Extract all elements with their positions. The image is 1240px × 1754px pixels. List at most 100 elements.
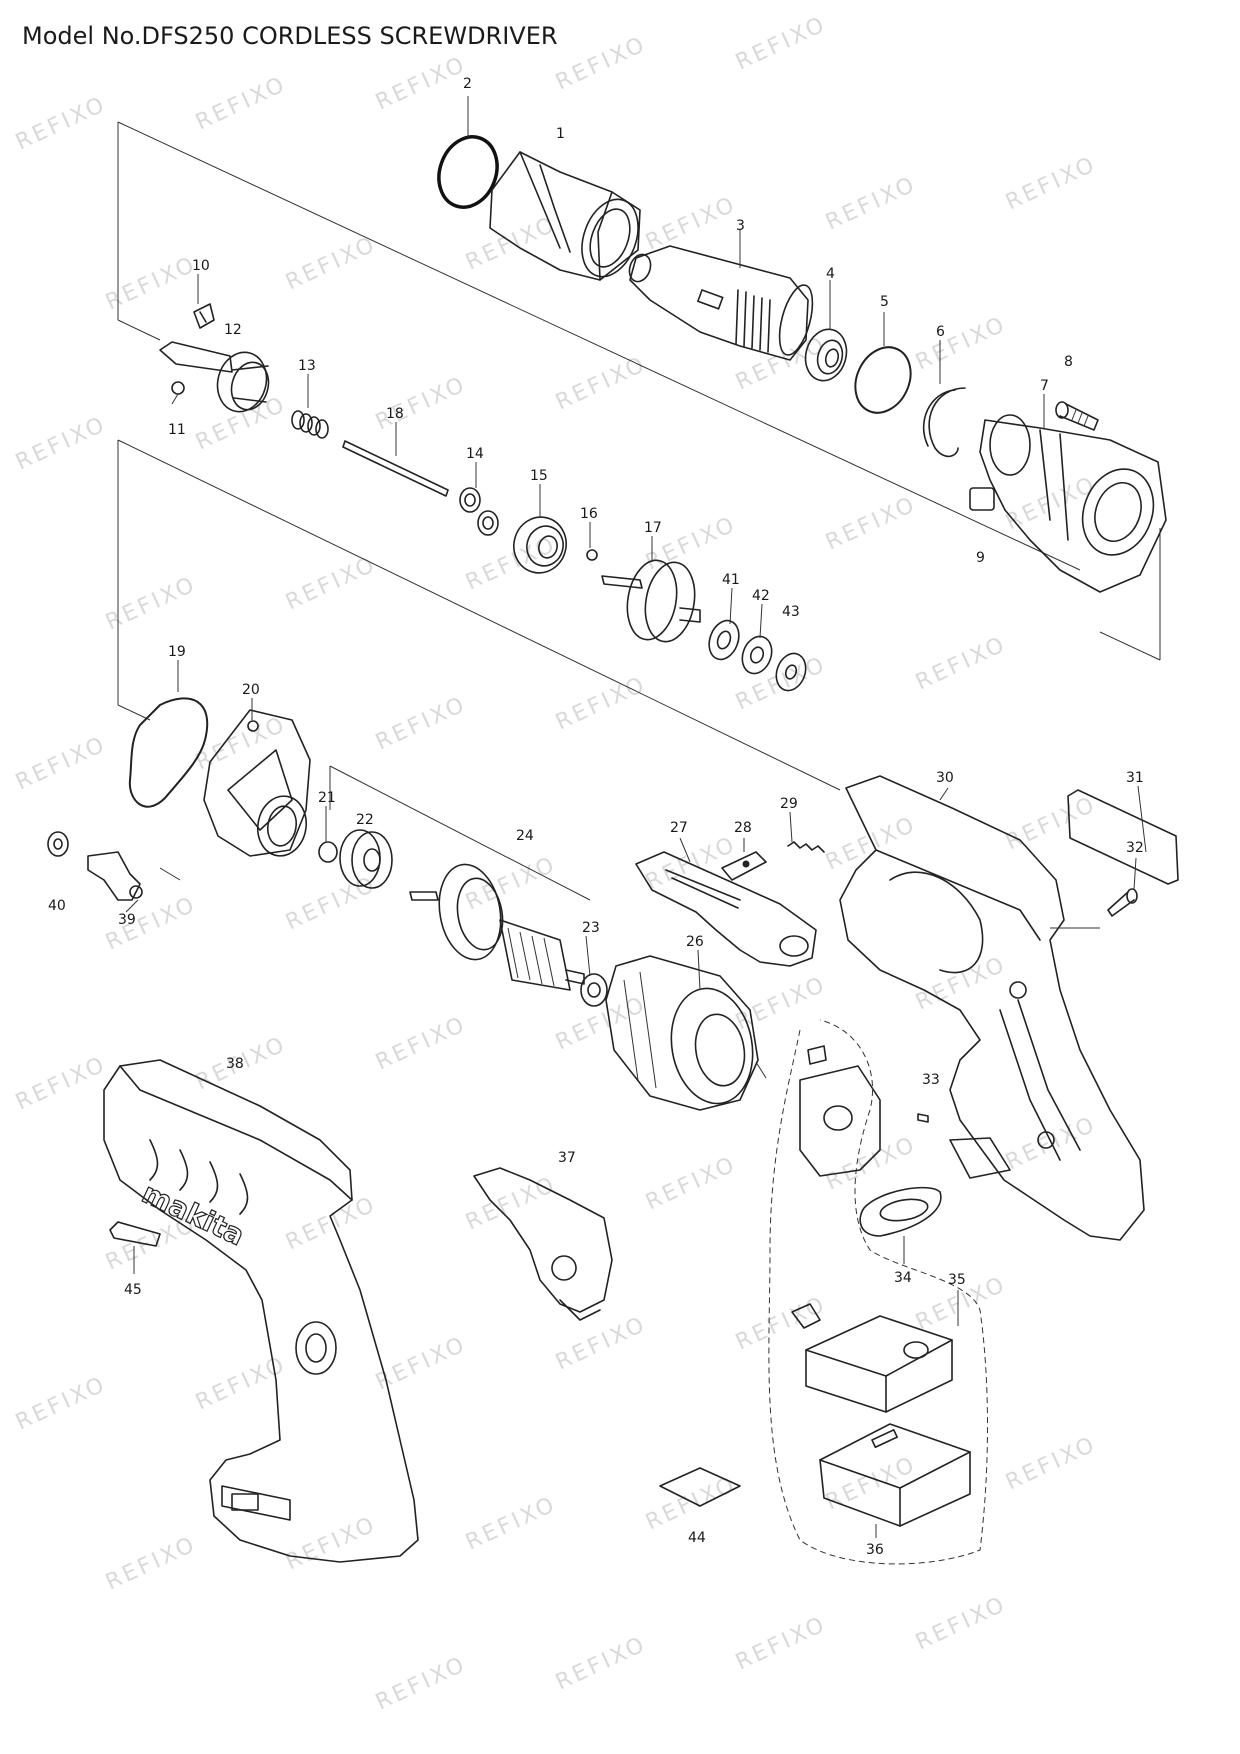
label-6: 6	[936, 324, 945, 340]
watermark-text: REFIXO	[912, 632, 1011, 696]
watermark-text: REFIXO	[822, 1132, 921, 1196]
watermark-text: REFIXO	[372, 692, 471, 756]
watermark-text: REFIXO	[102, 1532, 201, 1596]
label-30: 30	[936, 770, 954, 786]
watermark-text: REFIXO	[282, 232, 381, 296]
upper-assembly-frame	[117, 121, 1161, 661]
part-8-screw	[1055, 401, 1099, 431]
watermark-text: REFIXO	[462, 852, 561, 916]
part-35-controller	[791, 1303, 953, 1413]
part-13-spring	[291, 410, 329, 439]
watermark-text: REFIXO	[732, 12, 831, 76]
watermark-text: REFIXO	[552, 352, 651, 416]
watermark-text: REFIXO	[642, 1152, 741, 1216]
label-26: 26	[686, 934, 704, 950]
label-2: 2	[463, 76, 472, 92]
controller-group-outline	[768, 1019, 988, 1565]
part-27-hook	[635, 851, 817, 967]
label-18: 18	[386, 406, 404, 422]
part-16-steel-ball	[586, 549, 598, 561]
label-41: 41	[722, 572, 740, 588]
part-29-spring	[787, 841, 825, 853]
watermark-text: REFIXO	[282, 872, 381, 936]
part-4-bearing	[804, 328, 848, 382]
watermark-text: REFIXO	[822, 172, 921, 236]
label-21: 21	[318, 790, 336, 806]
part-39-pinion	[87, 851, 181, 901]
label-32: 32	[1126, 840, 1144, 856]
watermark-text: REFIXO	[102, 892, 201, 956]
part-labels: 1 2 3 4 5 6 7 8 9 10 11 12 13 14 15 16 1…	[48, 76, 1144, 1558]
watermark-text: REFIXO	[102, 572, 201, 636]
label-39: 39	[118, 912, 136, 928]
watermark-text: REFIXO	[462, 1492, 561, 1556]
label-22: 22	[356, 812, 374, 828]
part-34-cover	[859, 1186, 942, 1237]
watermark-text: REFIXO	[552, 992, 651, 1056]
part-24-armature	[409, 863, 585, 991]
watermark-text: REFIXO	[462, 532, 561, 596]
label-12: 12	[224, 322, 242, 338]
label-45: 45	[124, 1282, 142, 1298]
armature-frame	[329, 765, 591, 901]
watermark-text: REFIXO	[12, 732, 111, 796]
label-29: 29	[780, 796, 798, 812]
watermark-text: REFIXO	[192, 392, 291, 456]
label-17: 17	[644, 520, 662, 536]
label-23: 23	[582, 920, 600, 936]
part-22-ball-bearing	[339, 829, 393, 889]
watermark-text: REFIXO	[732, 1612, 831, 1676]
watermark-text: REFIXO	[462, 212, 561, 276]
part-3-spindle-sleeve	[628, 245, 814, 361]
part-18-pin	[342, 440, 449, 497]
part-20-motor-bracket	[203, 709, 311, 857]
label-16: 16	[580, 506, 598, 522]
label-19: 19	[168, 644, 186, 660]
watermark-text: REFIXO	[12, 1052, 111, 1116]
part-9-gear-housing	[969, 414, 1167, 593]
watermark-text: REFIXO	[912, 312, 1011, 376]
part-32-tapping-screw	[1107, 888, 1138, 917]
watermark-text: REFIXO	[552, 1312, 651, 1376]
part-14-washers	[459, 487, 499, 536]
label-28: 28	[734, 820, 752, 836]
watermark-text: REFIXO	[102, 252, 201, 316]
part-23-ball-bearing	[580, 973, 608, 1007]
label-3: 3	[736, 218, 745, 234]
part-17-spur-gear	[601, 559, 701, 643]
watermark-text: REFIXO	[732, 972, 831, 1036]
label-4: 4	[826, 266, 835, 282]
part-41-42-43-washers	[708, 619, 807, 692]
label-33: 33	[922, 1072, 940, 1088]
part-31-label	[1067, 789, 1179, 885]
label-8: 8	[1064, 354, 1073, 370]
label-34: 34	[894, 1270, 912, 1286]
label-9: 9	[976, 550, 985, 566]
watermark-text: REFIXO	[912, 952, 1011, 1016]
watermark-text: REFIXO	[1002, 152, 1101, 216]
watermark-text: REFIXO	[372, 52, 471, 116]
label-11: 11	[168, 422, 186, 438]
watermark-text: REFIXO	[822, 812, 921, 876]
label-36: 36	[866, 1542, 884, 1558]
part-11-steel-ball	[171, 381, 185, 395]
part-1-sleeve	[489, 151, 641, 281]
watermark-text: REFIXO	[282, 1512, 381, 1576]
part-30-housing-set	[839, 775, 1145, 1241]
watermark-text: REFIXO	[552, 32, 651, 96]
watermark-text: REFIXO	[282, 552, 381, 616]
watermark-text: REFIXO	[642, 1472, 741, 1536]
watermark-text: REFIXO	[552, 672, 651, 736]
part-6-stopper-ring	[923, 387, 966, 458]
watermark-text: REFIXO	[282, 1192, 381, 1256]
label-38: 38	[226, 1056, 244, 1072]
watermark-text: REFIXO	[822, 492, 921, 556]
watermark-text: REFIXO	[1002, 472, 1101, 536]
watermark-text: REFIXO	[552, 1632, 651, 1696]
watermark-text: REFIXO	[12, 92, 111, 156]
part-37-switch	[473, 1167, 613, 1321]
watermark-text: REFIXO	[192, 72, 291, 136]
page-title: Model No.DFS250 CORDLESS SCREWDRIVER	[22, 22, 558, 50]
watermark-text: REFIXO	[372, 372, 471, 436]
